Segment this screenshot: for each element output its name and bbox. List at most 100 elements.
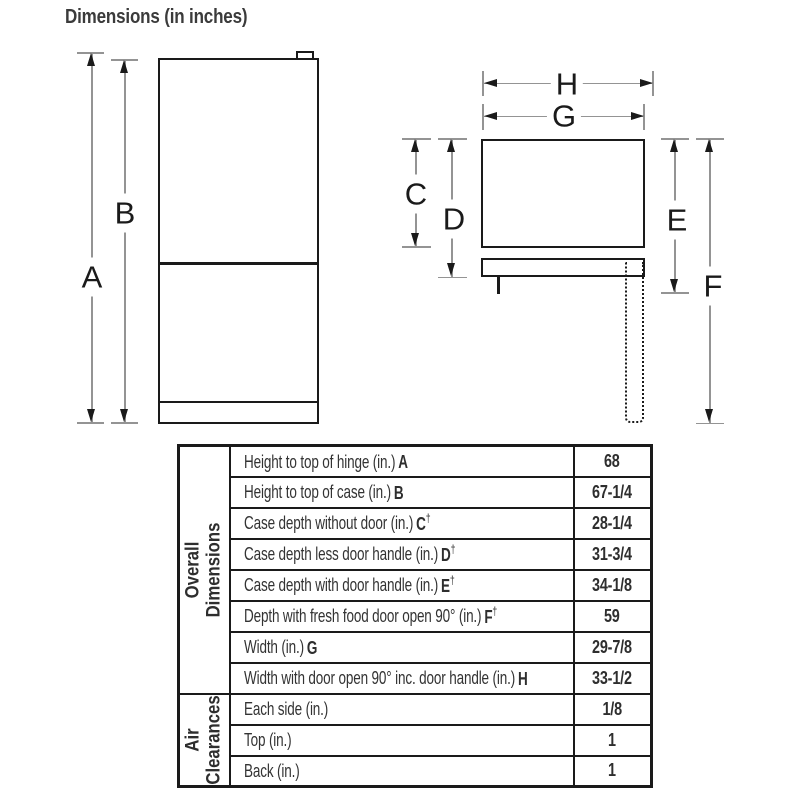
row-value: 59 [604,605,621,626]
dim-tick [696,422,724,424]
table-row: Case depth with door handle (in.)E† 34-1… [179,568,653,602]
row-value: 28-1/4 [592,512,633,533]
row-desc-cell: Each side (in.) [228,692,575,726]
arrowhead-up-icon [447,139,455,152]
dim-tick [111,59,138,61]
dim-label-c: C [399,174,433,214]
header-line: Clearances [204,695,226,785]
row-desc: Height to top of hinge (in.) [243,450,395,472]
row-value: 29-7/8 [592,636,633,657]
arrowhead-right-icon [631,112,644,121]
fridge-case-front [158,58,319,424]
dim-tick [77,422,104,424]
dimensions-table: Overall Dimensions Height to top of hing… [177,444,653,788]
arrowhead-down-icon [447,263,455,276]
table-row: Air Clearances Each side (in.) 1/8 [177,692,653,788]
dim-line [91,53,93,423]
row-desc: Case depth less door handle (in.) [243,543,438,565]
row-desc-cell: Height to top of case (in.)B [228,475,575,509]
row-value: 68 [604,450,621,471]
row-value-cell: 31-3/4 [572,537,653,571]
row-value-cell: 34-1/8 [572,568,653,602]
dagger-mark: † [425,511,430,526]
row-value: 34-1/8 [592,574,633,595]
row-value: 33-1/2 [592,667,633,688]
row-desc-cell: Height to top of hinge (in.)A [228,444,575,478]
row-dim-letter: C [415,512,426,534]
row-desc-cell: Depth with fresh food door open 90° (in.… [228,599,575,633]
row-desc-cell: Case depth without door (in.)C† [228,506,575,540]
row-desc-cell: Width with door open 90° inc. door handl… [228,661,575,695]
header-line: Air [182,728,204,752]
table-row: Case depth without door (in.)C† 28-1/4 [179,506,653,540]
dim-label-g: G [546,96,582,136]
row-desc-cell: Back (in.) [228,754,575,788]
arrowhead-left-icon [484,79,497,88]
row-desc: Depth with fresh food door open 90° (in.… [243,605,482,627]
row-desc: Case depth without door (in.) [243,512,413,534]
row-desc: Width with door open 90° inc. door handl… [243,667,515,689]
dim-tick [661,292,689,294]
door-open-dotted-outline [625,262,644,423]
table-row: Case depth less door handle (in.)D† 31-3… [179,537,653,571]
table-row: Top (in.) 1 [179,723,653,757]
arrowhead-down-icon [120,409,128,422]
row-dim-letter: H [517,667,528,689]
arrowhead-up-icon [411,139,419,152]
dim-tick [696,138,724,140]
row-desc-cell: Case depth with door handle (in.)E† [228,568,575,602]
table-row: Height to top of case (in.)B 67-1/4 [179,475,653,509]
row-value: 1 [608,729,617,750]
row-value-cell: 1 [572,754,653,788]
row-desc-cell: Top (in.) [228,723,575,757]
dim-label-b: B [109,193,141,233]
row-value: 1/8 [602,698,623,719]
arrowhead-down-icon [670,279,678,292]
row-dim-letter: B [393,481,403,503]
row-desc: Top (in.) [243,729,292,751]
row-desc-cell: Width (in.)G [228,630,575,664]
door-handle-mark [497,276,500,294]
row-desc: Height to top of case (in.) [243,481,391,503]
section-header-air-clearances: Air Clearances [177,692,231,788]
row-value-cell: 29-7/8 [572,630,653,664]
dim-tick [482,71,484,96]
arrowhead-left-icon [484,112,497,121]
row-desc-cell: Case depth less door handle (in.)D† [228,537,575,571]
dagger-mark: † [491,604,497,619]
fridge-door-top-view [481,258,645,277]
row-value: 67-1/4 [592,481,633,502]
table-row: Overall Dimensions Height to top of hing… [177,444,653,695]
row-dim-letter: G [306,636,317,658]
dim-label-d: D [437,199,471,239]
arrowhead-down-icon [87,409,95,422]
dim-tick [482,104,484,130]
dim-tick [402,138,431,140]
row-dim-letter: A [397,450,408,472]
dim-label-a: A [76,257,108,297]
row-dim-letter: E [440,574,450,596]
table-row: Back (in.) 1 [179,754,653,788]
header-line: Dimensions [204,522,226,618]
arrowhead-down-icon [411,233,419,246]
row-desc: Each side (in.) [243,698,328,720]
row-value-cell: 59 [572,599,653,633]
rotated-header: Air Clearances [183,695,226,784]
page-title: Dimensions (in inches) [65,6,248,28]
arrowhead-up-icon [120,60,128,73]
row-desc: Back (in.) [243,760,300,782]
rotated-header: Overall Dimensions [183,522,226,617]
dim-label-f: F [698,266,728,306]
row-desc: Width (in.) [243,636,304,658]
dim-label-e: E [661,200,693,240]
table-row: Width with door open 90° inc. door handl… [179,661,653,695]
row-value-cell: 33-1/2 [572,661,653,695]
dagger-mark: † [450,542,455,557]
header-line: Overall [182,541,204,599]
fridge-kickplate-line [160,401,317,403]
table-row: Depth with fresh food door open 90° (in.… [179,599,653,633]
arrowhead-up-icon [670,139,678,152]
row-dim-letter: F [483,605,492,627]
dim-tick [661,138,689,140]
